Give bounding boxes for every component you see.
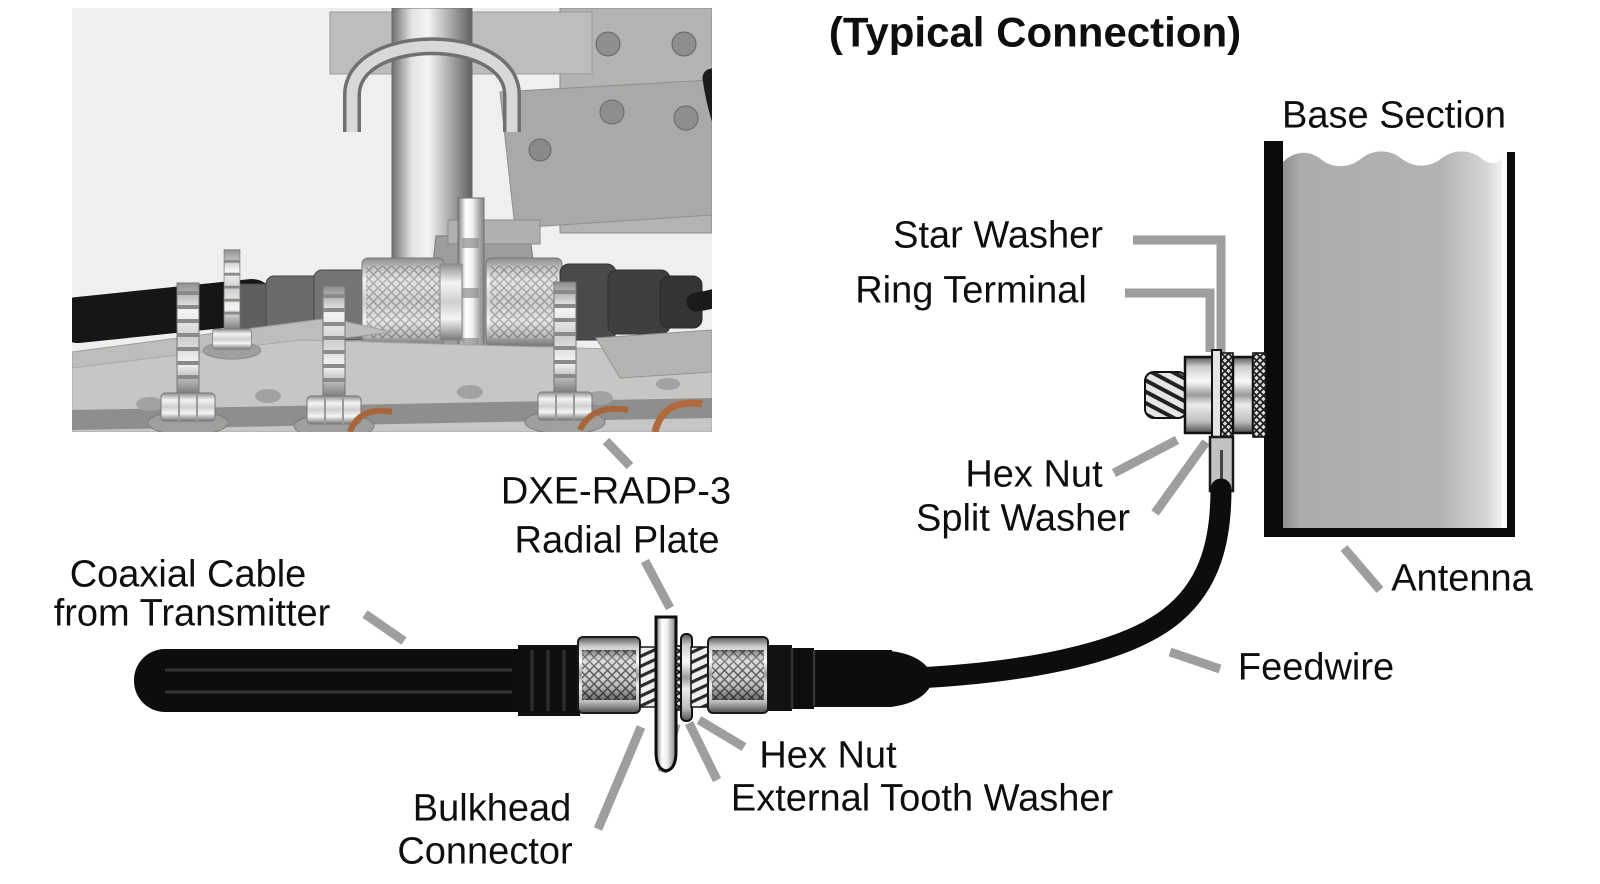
- label-feedwire: Feedwire: [1237, 646, 1395, 689]
- base-bottom-edge: [1264, 528, 1515, 537]
- tooth-washer-hex-nut-graphic: [675, 633, 709, 722]
- right-connector-graphic: [707, 636, 769, 714]
- feedwire-curve: [905, 478, 1232, 689]
- label-hex-nut-upper: Hex Nut: [965, 453, 1103, 496]
- label-coaxial-cable-line1: Coaxial Cable: [69, 553, 307, 596]
- leader-split-washer: [1151, 439, 1210, 516]
- right-cable-graphic: [768, 645, 934, 711]
- leader-ring-terminal: [1125, 288, 1215, 352]
- coax-bulkhead-assembly: [134, 615, 934, 773]
- leader-lines: [362, 235, 1384, 831]
- label-external-tooth-washer: External Tooth Washer: [730, 777, 1114, 820]
- leader-radial-plate-diagram: [641, 558, 674, 611]
- label-split-washer: Split Washer: [916, 497, 1130, 540]
- base-section-graphic: [1264, 141, 1515, 537]
- label-antenna: Antenna: [1391, 557, 1533, 600]
- leader-feedwire: [1168, 647, 1222, 674]
- radial-plate-graphic: [654, 615, 678, 773]
- washer-graphic: [1231, 355, 1255, 435]
- diagram-title: (Typical Connection): [828, 8, 1242, 56]
- label-radial-plate-line1: DXE-RADP-3: [500, 470, 732, 513]
- split-washer-graphic: [1211, 349, 1222, 441]
- leader-radial-plate-photo: [602, 437, 634, 470]
- leader-antenna: [1340, 545, 1384, 593]
- leader-coax: [362, 610, 407, 645]
- label-bulkhead-line1: Bulkhead: [412, 787, 572, 830]
- coax-cable-graphic: [134, 645, 580, 716]
- leader-tooth-washer-b: [684, 721, 722, 782]
- label-coaxial-cable-line2: from Transmitter: [53, 592, 331, 635]
- bulkhead-connector-graphic: [577, 636, 659, 714]
- label-bulkhead-line2: Connector: [397, 830, 573, 873]
- ground-stud-hardware: [1144, 349, 1267, 441]
- label-hex-nut-lower: Hex Nut: [759, 734, 897, 777]
- label-ring-terminal: Ring Terminal: [855, 269, 1087, 312]
- base-right-edge: [1507, 152, 1515, 536]
- leader-hex-nut-lower: [696, 716, 747, 751]
- installation-photo: [72, 8, 712, 432]
- leader-star-washer: [1133, 235, 1226, 352]
- threaded-stud: [1144, 371, 1188, 419]
- star-washer-graphic: [1220, 352, 1234, 438]
- star-washer-graphic-2: [1252, 352, 1267, 438]
- leader-hex-nut-upper: [1111, 436, 1180, 477]
- photo-studs: [147, 249, 703, 432]
- label-base-section: Base Section: [1282, 94, 1506, 137]
- leader-bulkhead: [593, 725, 646, 831]
- label-star-washer: Star Washer: [893, 214, 1103, 257]
- base-left-edge: [1264, 141, 1283, 536]
- label-radial-plate-line2: Radial Plate: [514, 519, 720, 562]
- hex-nut-graphic: [1183, 355, 1215, 435]
- photo-u-bolt: [343, 37, 521, 132]
